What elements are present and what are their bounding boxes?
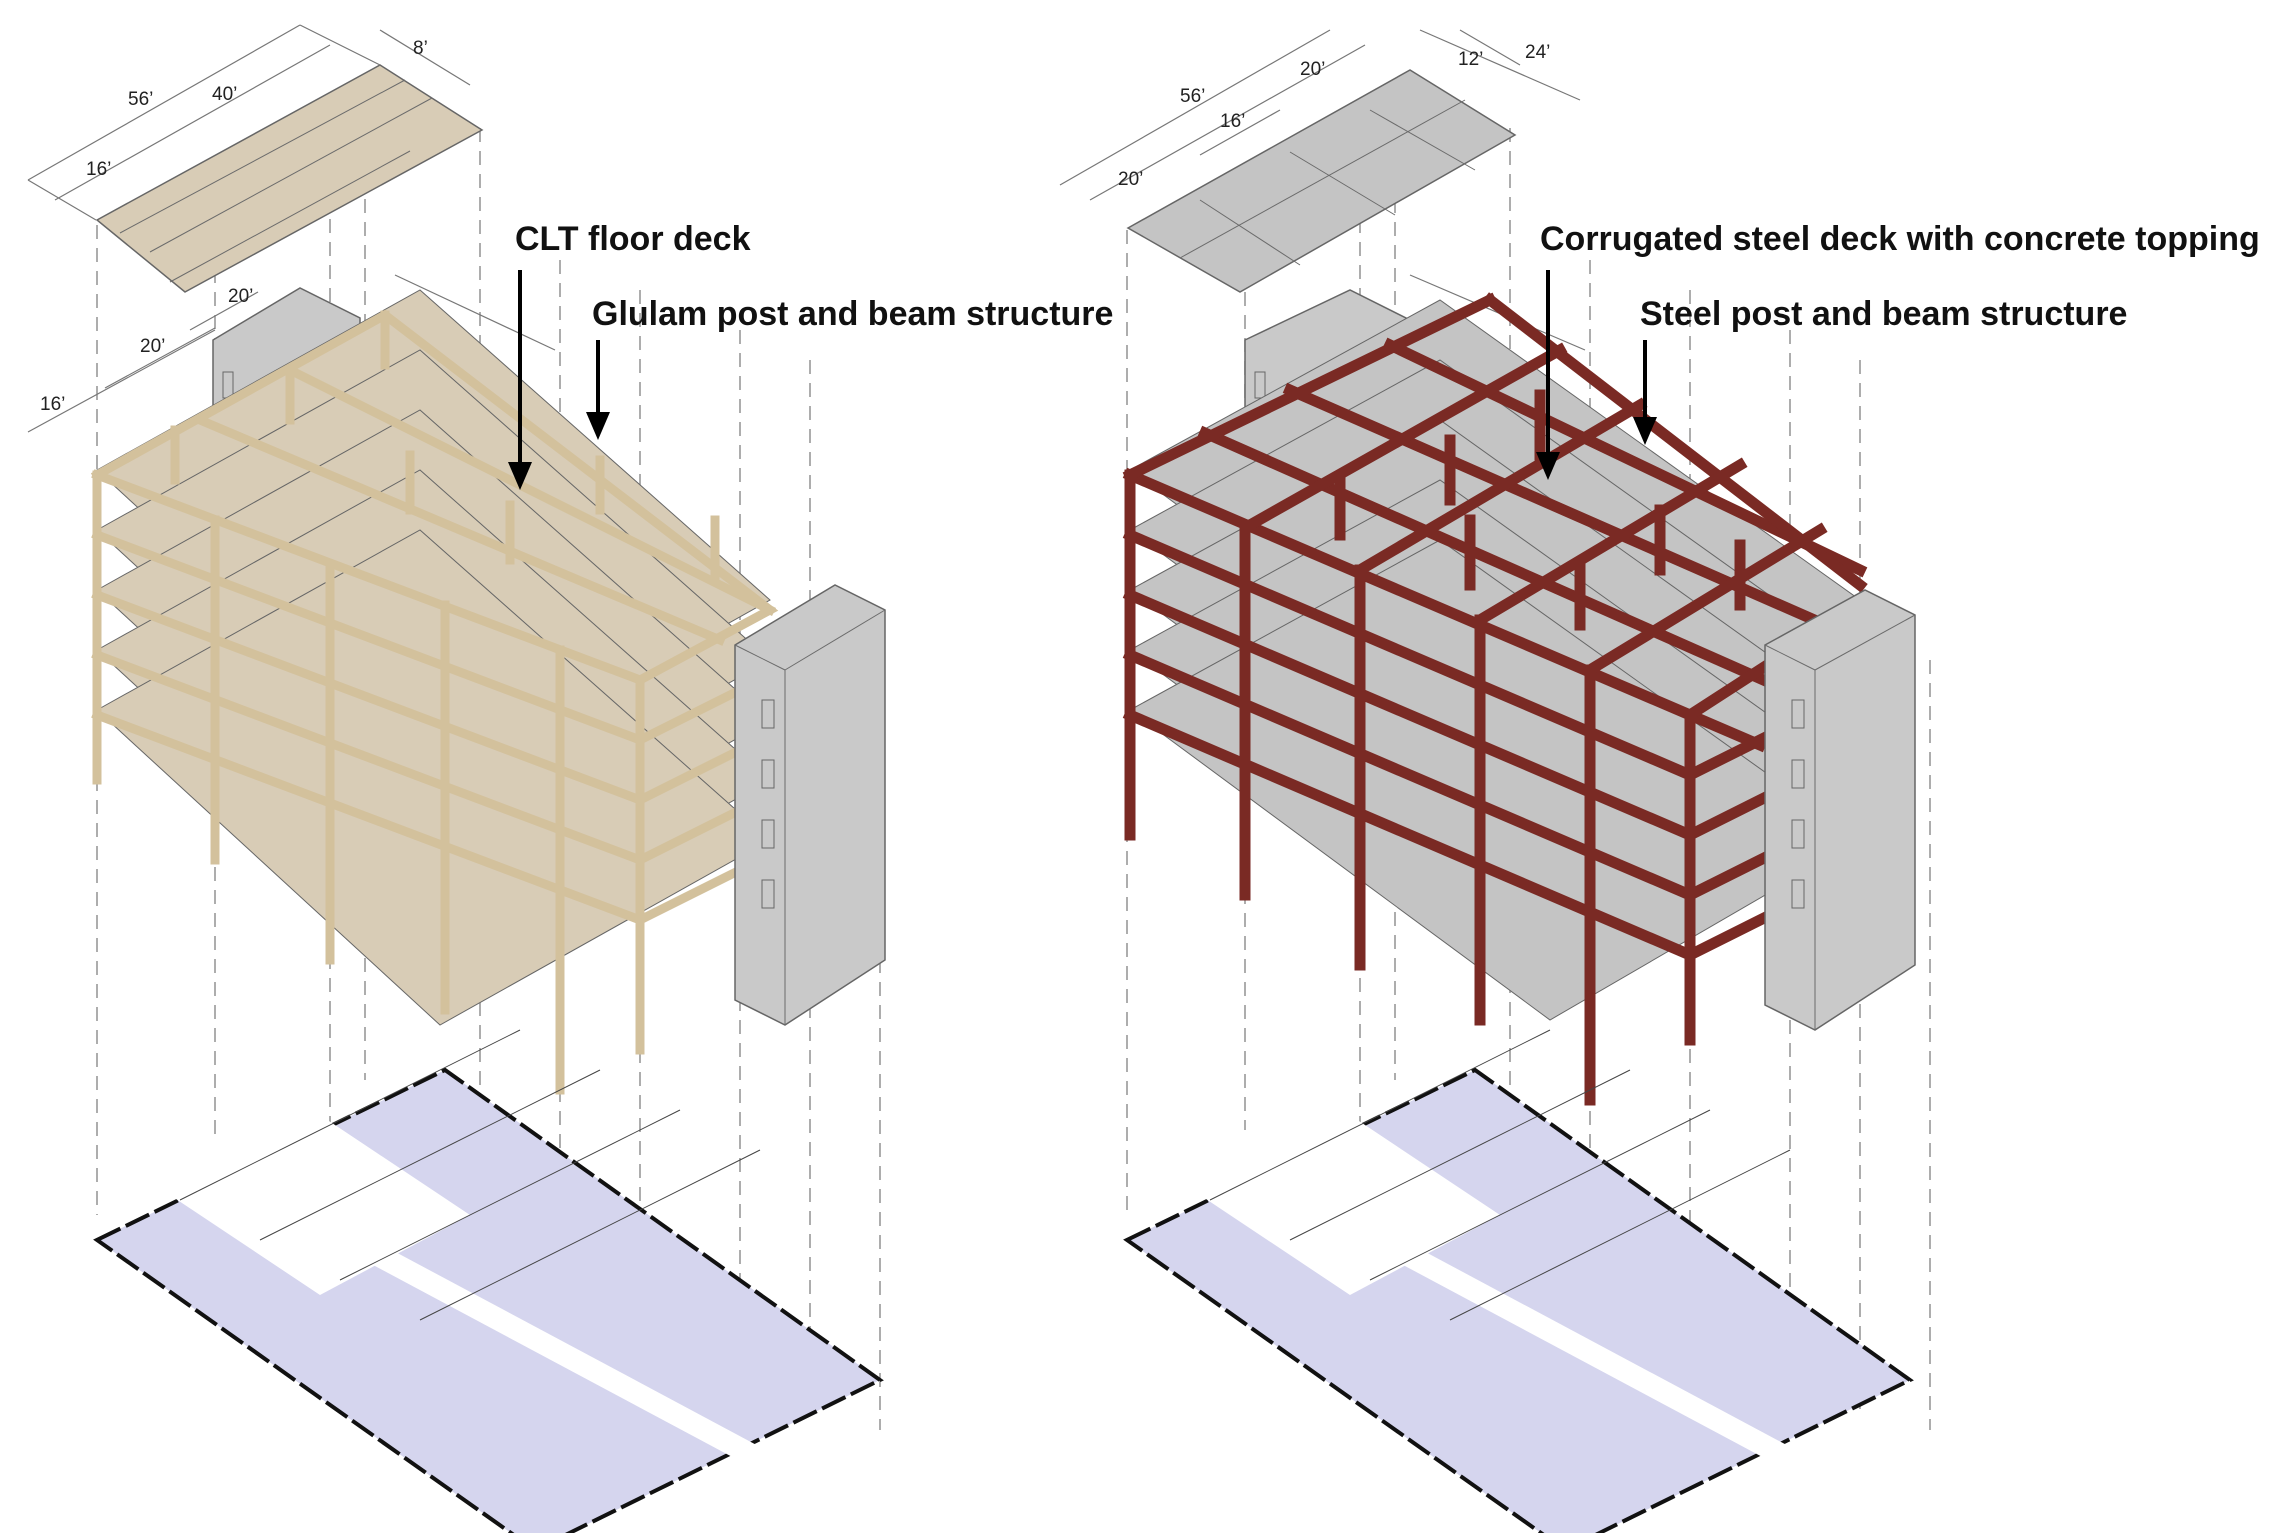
steel-dim-12: 12’ (1458, 49, 1483, 70)
glulam-arrow-head (586, 412, 610, 440)
timber-dim-20-bay: 20’ (140, 336, 165, 357)
steel-structure-arrow-head (1633, 417, 1657, 445)
steel-dim-20-left: 20’ (1118, 169, 1143, 190)
timber-top-dimensions: 56’ 40’ 8’ 16’ (27, 24, 471, 221)
steel-dim-56: 56’ (1180, 86, 1205, 107)
steel-dim-16: 16’ (1220, 111, 1245, 132)
steel-dim-20-top: 20’ (1300, 59, 1325, 80)
timber-floor-plan (93, 1029, 884, 1533)
timber-dim-8: 8’ (413, 38, 428, 59)
timber-dim-20-bay-upper: 20’ (228, 286, 253, 307)
timber-dim-56: 56’ (128, 89, 153, 110)
timber-top-deck (95, 64, 484, 293)
glulam-frame (90, 309, 779, 1095)
steel-top-dimensions: 56’ 20’ 12’ 24’ 16’ 20’ (1059, 29, 1581, 201)
timber-dim-16-top: 16’ (86, 159, 111, 180)
steel-front-core (1764, 589, 1916, 1031)
steel-frame (1122, 292, 1868, 1106)
steel-callouts: Corrugated steel deck with concrete topp… (1536, 220, 2260, 480)
timber-callouts: CLT floor deck Glulam post and beam stru… (508, 220, 1113, 490)
steel-deck-label: Corrugated steel deck with concrete topp… (1540, 220, 2260, 258)
steel-floor-plan (1123, 1029, 1914, 1533)
timber-bay-dimensions: 16’ 20’ 20’ (27, 274, 556, 433)
steel-floor-plates (1129, 299, 1861, 1021)
timber-dim-40: 40’ (212, 84, 237, 105)
timber-front-core (734, 584, 886, 1026)
steel-dim-24: 24’ (1525, 42, 1550, 63)
clt-arrow-head (508, 462, 532, 490)
glulam-structure-label: Glulam post and beam structure (592, 295, 1113, 333)
steel-structure-label: Steel post and beam structure (1640, 295, 2127, 333)
steel-deck-arrow-head (1536, 452, 1560, 480)
timber-dim-16-bay: 16’ (40, 394, 65, 415)
clt-floor-deck-label: CLT floor deck (515, 220, 751, 258)
timber-system: 56’ 40’ 8’ 16’ 16’ 20’ 20’ (27, 24, 1113, 1533)
steel-top-deck (1126, 69, 1517, 293)
steel-system: 56’ 20’ 12’ 24’ 16’ 20’ (1059, 29, 2260, 1533)
clt-floor-deck-panel (95, 64, 484, 293)
